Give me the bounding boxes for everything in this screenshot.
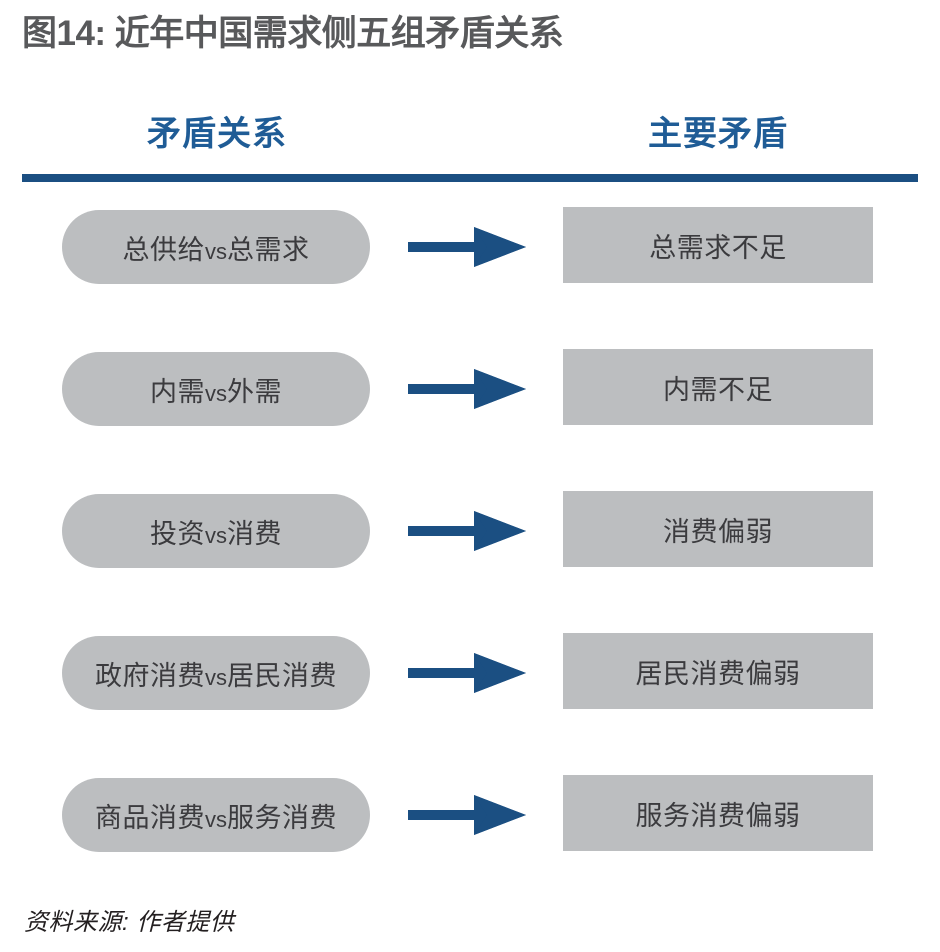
tension-term-a: 商品消费 [95,802,205,833]
tension-term-a: 政府消费 [95,660,205,691]
vs-separator: vs [205,380,227,406]
relation-row-1: 总供给vs总需求 总需求不足 [0,196,940,338]
arrow-right-icon [408,508,526,554]
tension-pill-label: 投资vs消费 [150,512,282,551]
main-tension-label: 总需求不足 [649,232,787,263]
header-divider-rule [22,174,918,182]
tension-term-b: 服务消费 [227,802,337,833]
tension-term-b: 消费 [227,518,282,549]
main-tension-label: 服务消费偏弱 [635,800,801,831]
relation-row-4: 政府消费vs居民消费 居民消费偏弱 [0,622,940,764]
vs-separator: vs [205,806,227,832]
tension-pill-label: 政府消费vs居民消费 [95,654,337,693]
vs-separator: vs [205,522,227,548]
tension-pill: 政府消费vs居民消费 [62,636,370,710]
tension-pill-label: 总供给vs总需求 [123,228,310,267]
tension-pill: 商品消费vs服务消费 [62,778,370,852]
vs-separator: vs [205,238,227,264]
relation-row-2: 内需vs外需 内需不足 [0,338,940,480]
tension-term-b: 居民消费 [227,660,337,691]
main-tension-label: 居民消费偏弱 [635,658,801,689]
arrow-right-icon [408,366,526,412]
tension-pill: 总供给vs总需求 [62,210,370,284]
arrow-right-icon [408,224,526,270]
main-tension-label: 消费偏弱 [663,516,773,547]
tension-term-a: 内需 [150,376,205,407]
tension-term-a: 投资 [150,518,205,549]
figure-title: 图14: 近年中国需求侧五组矛盾关系 [22,14,564,53]
tension-term-b: 总需求 [227,234,310,265]
main-tension-box: 居民消费偏弱 [563,633,873,709]
tension-pill: 内需vs外需 [62,352,370,426]
relations-list: 总供给vs总需求 总需求不足 内需vs外需 内需不足 投资vs消费 [0,196,940,906]
column-header-left: 矛盾关系 [147,115,287,153]
tension-pill-label: 内需vs外需 [150,370,282,409]
source-note: 资料来源: 作者提供 [24,909,235,936]
main-tension-box: 服务消费偏弱 [563,775,873,851]
tension-pill-label: 商品消费vs服务消费 [95,796,337,835]
main-tension-label: 内需不足 [663,374,773,405]
tension-term-a: 总供给 [122,234,205,265]
arrow-right-icon [408,792,526,838]
relation-row-5: 商品消费vs服务消费 服务消费偏弱 [0,764,940,906]
main-tension-box: 消费偏弱 [563,491,873,567]
vs-separator: vs [205,664,227,690]
relation-row-3: 投资vs消费 消费偏弱 [0,480,940,622]
tension-term-b: 外需 [227,376,282,407]
main-tension-box: 内需不足 [563,349,873,425]
arrow-right-icon [408,650,526,696]
tension-pill: 投资vs消费 [62,494,370,568]
main-tension-box: 总需求不足 [563,207,873,283]
column-header-right: 主要矛盾 [648,115,788,153]
